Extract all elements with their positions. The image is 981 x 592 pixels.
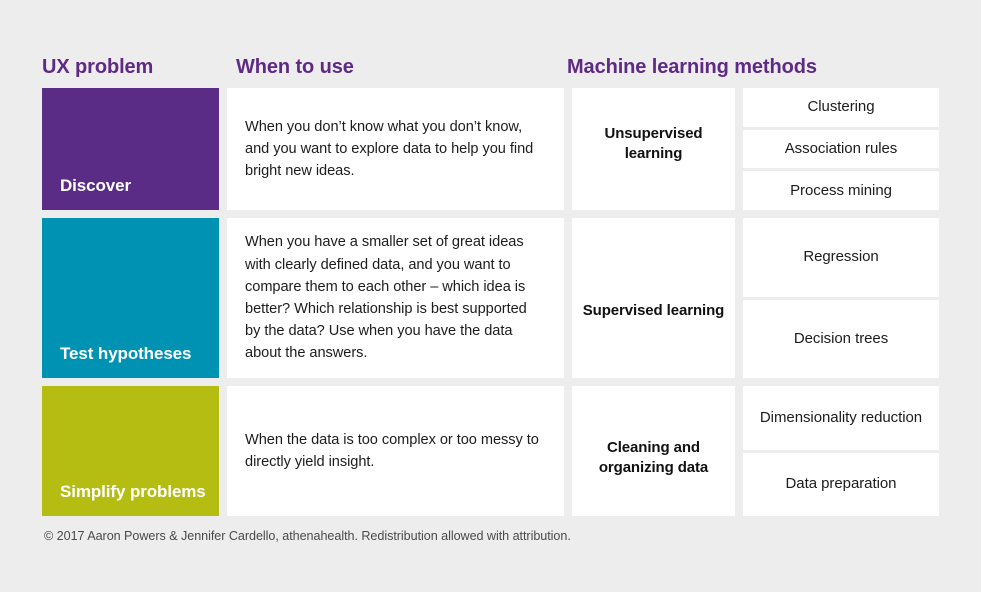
when-to-use-text: When the data is too complex or too mess… <box>245 431 539 470</box>
ml-category-cell-unsupervised: Unsupervised learning <box>572 88 735 210</box>
method-chip: Dimensionality reduction <box>743 386 939 450</box>
ml-category-cell-cleaning: Cleaning and organizing data <box>572 386 735 516</box>
method-chip: Clustering <box>743 88 939 127</box>
matrix-row-discover: Discover When you don’t know what you do… <box>42 88 939 211</box>
matrix-grid: Discover When you don’t know what you do… <box>42 88 939 516</box>
method-chip: Regression <box>743 218 939 297</box>
methods-stack-unsupervised: Clustering Association rules Process min… <box>743 88 939 211</box>
column-headers: UX problem When to use Machine learning … <box>42 56 939 86</box>
method-chip: Data preparation <box>743 452 939 516</box>
problem-label: Discover <box>60 175 132 195</box>
problem-tile-test-hypotheses: Test hypotheses <box>42 218 219 378</box>
methods-stack-cleaning: Dimensionality reduction Data preparatio… <box>743 386 939 516</box>
ml-category-label: Cleaning and organizing data <box>598 439 709 477</box>
method-chip: Association rules <box>743 129 939 169</box>
attribution-footer: © 2017 Aaron Powers & Jennifer Cardello,… <box>44 529 571 543</box>
ml-category-label: Supervised learning <box>582 302 725 319</box>
matrix-row-test-hypotheses: Test hypotheses When you have a smaller … <box>42 218 939 378</box>
ml-category-label: Unsupervised learning <box>604 125 703 163</box>
method-chip: Decision trees <box>743 299 939 378</box>
when-to-use-cell-discover: When you don’t know what you don’t know,… <box>227 88 564 210</box>
problem-tile-discover: Discover <box>42 88 219 210</box>
matrix-row-simplify-problems: Simplify problems When the data is too c… <box>42 386 939 516</box>
ml-category-cell-supervised: Supervised learning <box>572 218 735 378</box>
column-header-ux-problem: UX problem <box>42 56 154 78</box>
when-to-use-cell-test-hypotheses: When you have a smaller set of great ide… <box>227 218 564 378</box>
when-to-use-text: When you have a smaller set of great ide… <box>245 234 527 362</box>
problem-label: Simplify problems <box>60 481 206 501</box>
problem-tile-simplify-problems: Simplify problems <box>42 386 219 516</box>
methods-stack-supervised: Regression Decision trees <box>743 218 939 378</box>
when-to-use-text: When you don’t know what you don’t know,… <box>245 118 534 180</box>
problem-label: Test hypotheses <box>60 343 192 363</box>
method-chip: Process mining <box>743 171 939 211</box>
column-header-when-to-use: When to use <box>236 56 354 78</box>
column-header-machine-learning-methods: Machine learning methods <box>567 56 817 78</box>
when-to-use-cell-simplify-problems: When the data is too complex or too mess… <box>227 386 564 516</box>
